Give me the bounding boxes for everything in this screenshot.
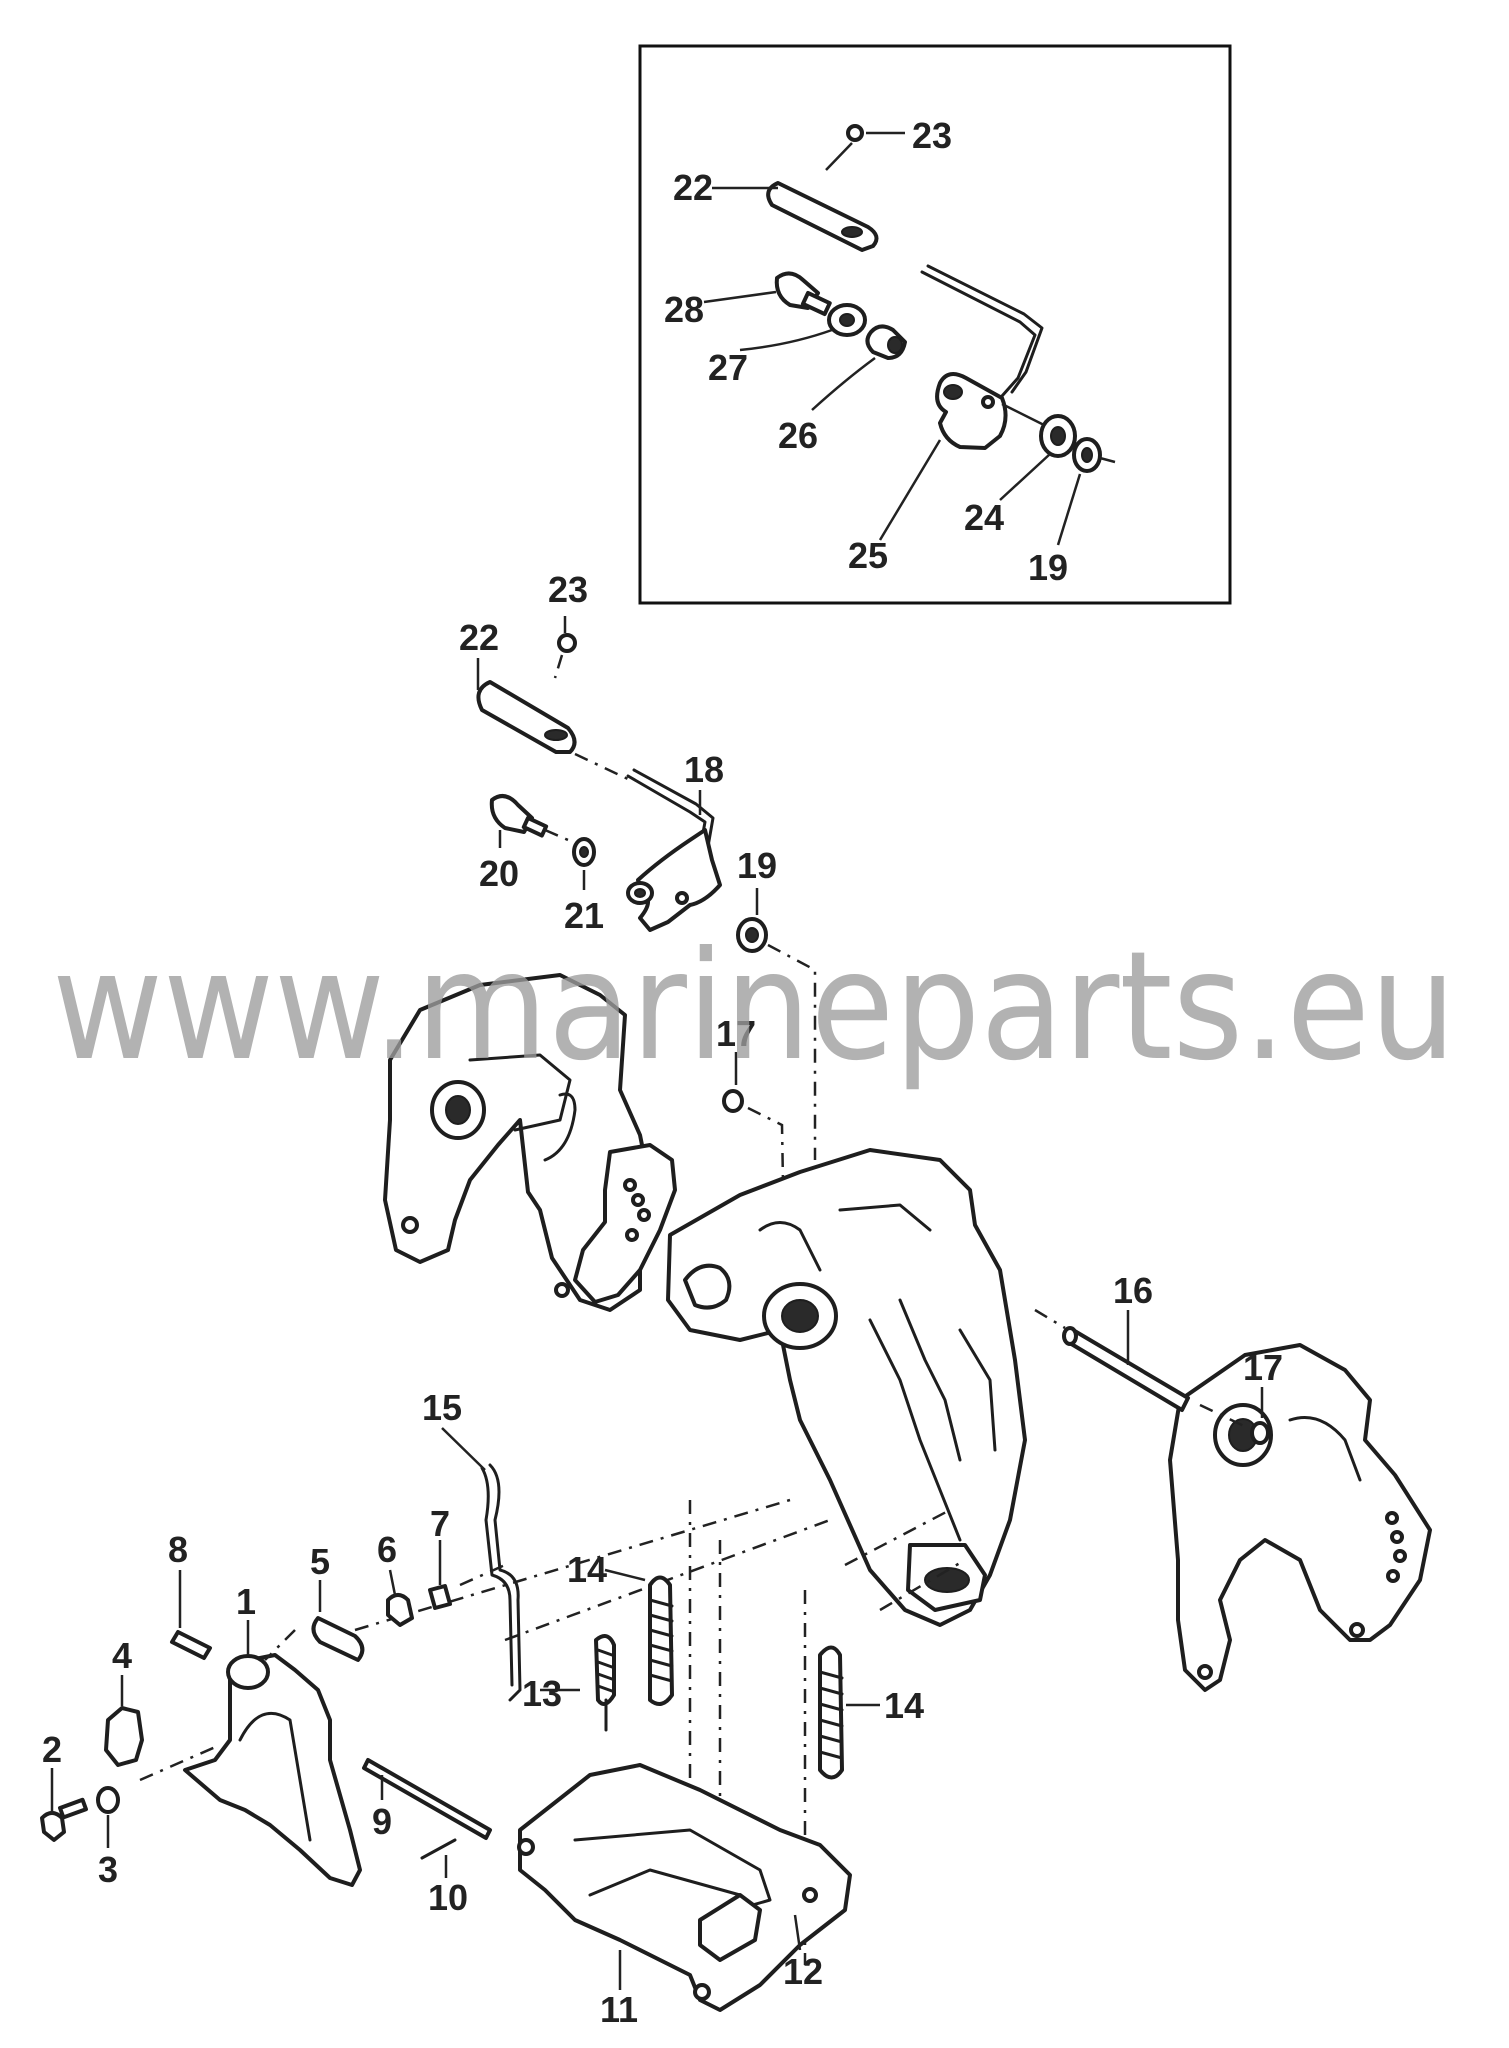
- part-7-spring: [428, 1540, 506, 1610]
- inset-detail-box: 23 22 28 27 26 24 25 19: [638, 44, 1232, 605]
- callout-labels: 23 22 18 20 21 19 17 16 17 15 14 14 13 7…: [42, 569, 1283, 2030]
- callout-10: 10: [428, 1877, 468, 1918]
- inset-part-24-washer: [999, 402, 1077, 501]
- swivel-bracket: [666, 1148, 1027, 1627]
- part-19-nut: [736, 888, 817, 1160]
- inset-callout-28: 28: [664, 289, 704, 330]
- inset-part-19-nut: [1056, 437, 1116, 546]
- callout-17-lower: 17: [1243, 1347, 1283, 1388]
- watermark-text: www.marineparts.eu: [52, 920, 1456, 1094]
- part-22-pin: [476, 658, 631, 782]
- part-13-spring: [540, 1634, 616, 1732]
- callout-8: 8: [168, 1529, 188, 1570]
- part-17-nut-lower: [1199, 1387, 1270, 1445]
- inset-callout-24: 24: [964, 497, 1004, 538]
- inset-part-22-pin: [712, 142, 879, 252]
- callout-6: 6: [377, 1529, 397, 1570]
- part-23-nut: [553, 616, 577, 679]
- inset-callout-26: 26: [778, 415, 818, 456]
- part-20-bolt: [489, 794, 576, 848]
- callout-5: 5: [310, 1541, 330, 1582]
- part-2-bolt: [40, 1768, 88, 1842]
- callout-19: 19: [737, 845, 777, 886]
- part-4-plate: [104, 1675, 144, 1767]
- callout-13: 13: [522, 1673, 562, 1714]
- callout-15: 15: [422, 1387, 462, 1428]
- callout-3: 3: [98, 1849, 118, 1890]
- part-11-tilt-lock-lever: [517, 1763, 852, 2012]
- inset-part-27-washer: [739, 303, 867, 352]
- callout-12: 12: [783, 1951, 823, 1992]
- inset-callout-27: 27: [708, 347, 748, 388]
- callout-20: 20: [479, 853, 519, 894]
- callout-14-upper: 14: [567, 1549, 607, 1590]
- part-21-washer: [572, 837, 596, 890]
- part-8-pin: [170, 1570, 212, 1660]
- part-14-spring-lower: [818, 1645, 880, 1780]
- inset-part-25-lever: [878, 264, 1044, 541]
- callout-16: 16: [1113, 1270, 1153, 1311]
- inset-callout-23: 23: [912, 115, 952, 156]
- inset-callout-25: 25: [848, 535, 888, 576]
- part-15-spring-rod: [441, 1427, 522, 1702]
- callout-11: 11: [600, 1989, 638, 2030]
- part-9-rod: [362, 1758, 492, 1840]
- inset-frame: [638, 44, 1232, 605]
- callout-9: 9: [372, 1801, 392, 1842]
- part-14-spring-upper: [604, 1568, 674, 1706]
- part-1-bracket: [139, 1620, 362, 1887]
- inset-part-26-bushing: [811, 324, 907, 411]
- callout-7: 7: [430, 1503, 450, 1544]
- callout-2: 2: [42, 1729, 62, 1770]
- part-3-washer: [96, 1786, 120, 1848]
- callout-4: 4: [112, 1635, 132, 1676]
- callout-1: 1: [236, 1581, 256, 1622]
- clamp-bracket-left: [383, 973, 677, 1312]
- callout-22: 22: [459, 617, 499, 658]
- inset-callout-19: 19: [1028, 547, 1068, 588]
- clamp-bracket-right: [1168, 1343, 1432, 1692]
- callout-23: 23: [548, 569, 588, 610]
- part-12-leader: [793, 1914, 802, 1951]
- part-6-bushing: [386, 1569, 414, 1627]
- part-5-sleeve: [311, 1580, 365, 1662]
- inset-callout-22: 22: [673, 167, 713, 208]
- callout-14-lower: 14: [884, 1685, 924, 1726]
- part-16-tilt-tube: [1034, 1308, 1190, 1412]
- callout-18: 18: [684, 749, 724, 790]
- callout-17-upper: 17: [716, 1013, 756, 1054]
- callout-21: 21: [564, 895, 604, 936]
- inset-part-28-bolt: [703, 271, 832, 317]
- part-18-shift-lever: [626, 768, 722, 932]
- inset-part-23-nut: [846, 124, 905, 142]
- part-10-pin: [420, 1838, 457, 1878]
